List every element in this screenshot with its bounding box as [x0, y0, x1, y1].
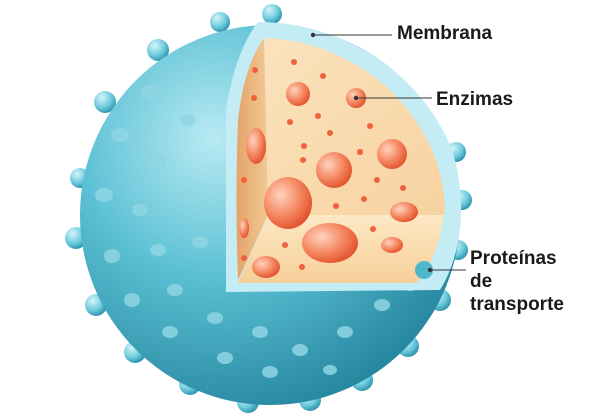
enzyme-body [390, 202, 418, 222]
leader-lines [313, 34, 466, 271]
enzyme-body [302, 223, 358, 263]
label-line: de [470, 271, 493, 292]
label-line: Proteínas [470, 248, 557, 269]
leader-dots [310, 32, 433, 273]
transport-protein [415, 261, 433, 279]
enzyme-body [377, 139, 407, 169]
label-line: transporte [470, 294, 564, 315]
enzyme-body [239, 218, 249, 238]
enzyme-body [252, 256, 280, 278]
label-enzimas: Enzimas [436, 89, 514, 110]
enzyme-body [246, 128, 266, 164]
enzyme-body [286, 82, 310, 106]
organelles [239, 59, 418, 278]
surface-bumps [95, 85, 418, 378]
enzyme-body [381, 237, 403, 253]
enzyme-body [264, 177, 312, 229]
enzyme-body [316, 152, 352, 188]
label-proteinas-de-transporte: Proteínas de transporte [470, 247, 564, 316]
label-membrana: Membrana [397, 23, 493, 44]
